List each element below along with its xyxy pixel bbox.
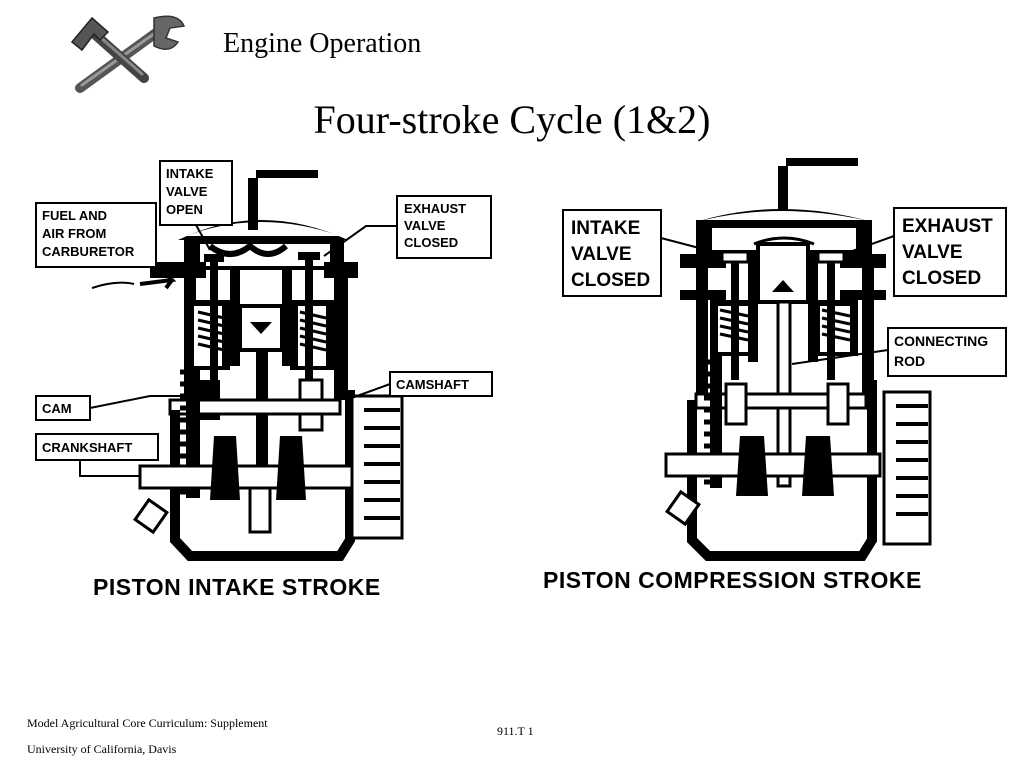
label-line: AIR FROM (42, 226, 106, 241)
label-exhaust-valve-closed-right: EXHAUST VALVE CLOSED (902, 216, 998, 289)
header-title: Engine Operation (223, 28, 422, 59)
label-intake-valve-closed: INTAKE VALVE CLOSED (571, 218, 650, 291)
label-fuel-air: FUEL AND AIR FROM CARBURETOR (42, 208, 135, 259)
slide-number: 911.T 1 (497, 724, 534, 738)
label-exhaust-valve-closed-left: EXHAUST VALVE CLOSED (404, 201, 470, 250)
slide-title: Four-stroke Cycle (1&2) (313, 97, 711, 142)
label-line: INTAKE (571, 218, 640, 239)
footer-university: University of California, Davis (27, 742, 177, 756)
label-line: CLOSED (902, 268, 981, 289)
label-line: EXHAUST (404, 201, 466, 216)
label-line: CARBURETOR (42, 244, 135, 259)
label-crankshaft: CRANKSHAFT (42, 440, 132, 455)
label-line: ROD (894, 353, 925, 369)
label-line: VALVE (404, 218, 446, 233)
caption-intake-stroke: PISTON INTAKE STROKE (93, 574, 381, 600)
hammer-and-wrench-icon (70, 15, 186, 93)
label-cam: CAM (42, 401, 72, 416)
label-line: FUEL AND (42, 208, 107, 223)
footer-curriculum: Model Agricultural Core Curriculum: Supp… (27, 716, 268, 730)
label-line: VALVE (571, 244, 632, 265)
label-line: CLOSED (404, 235, 458, 250)
label-connecting-rod: CONNECTING ROD (894, 333, 992, 369)
label-line: VALVE (166, 184, 208, 199)
label-line: INTAKE (166, 166, 214, 181)
label-line: CONNECTING (894, 333, 988, 349)
label-line: CLOSED (571, 270, 650, 291)
label-line: VALVE (902, 242, 963, 263)
label-camshaft: CAMSHAFT (396, 377, 469, 392)
caption-compression-stroke: PISTON COMPRESSION STROKE (543, 567, 922, 593)
label-line: OPEN (166, 202, 203, 217)
label-intake-valve-open: INTAKE VALVE OPEN (166, 166, 217, 217)
compression-stroke-diagram: INTAKE VALVE CLOSED EXHAUST VALVE CLOSED… (543, 158, 1007, 593)
label-line: EXHAUST (902, 216, 993, 237)
intake-stroke-diagram: INTAKE VALVE OPEN FUEL AND AIR FROM CARB… (35, 160, 493, 600)
